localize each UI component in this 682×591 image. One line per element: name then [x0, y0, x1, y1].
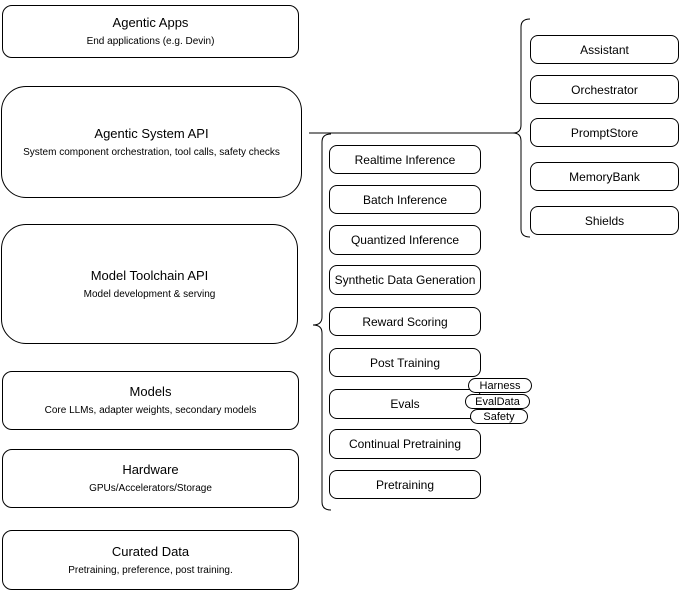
- pill-harness: Harness: [468, 378, 532, 393]
- toolchain-box-realtime-inference: Realtime Inference: [329, 145, 481, 174]
- box-subtitle: End applications (e.g. Devin): [86, 36, 215, 47]
- component-box-shields: Shields: [530, 206, 679, 235]
- toolchain-box-continual-pretraining: Continual Pretraining: [329, 429, 481, 459]
- component-box-memorybank: MemoryBank: [530, 162, 679, 191]
- box-title: Agentic Apps: [112, 15, 189, 30]
- component-box-promptstore: PromptStore: [530, 118, 679, 147]
- pill-safety: Safety: [470, 409, 528, 424]
- box-hardware: Hardware GPUs/Accelerators/Storage: [2, 449, 299, 508]
- box-models: Models Core LLMs, adapter weights, secon…: [2, 371, 299, 430]
- box-agentic-apps: Agentic Apps End applications (e.g. Devi…: [2, 5, 299, 58]
- toolchain-box-evals: Evals: [329, 389, 481, 419]
- toolchain-box-quantized-inference: Quantized Inference: [329, 225, 481, 255]
- box-agentic-system-api: Agentic System API System component orch…: [1, 86, 302, 198]
- toolchain-box-reward-scoring: Reward Scoring: [329, 307, 481, 336]
- box-subtitle: System component orchestration, tool cal…: [23, 146, 280, 158]
- box-title: Agentic System API: [94, 125, 209, 141]
- box-subtitle: Model development & serving: [83, 288, 216, 300]
- box-subtitle: Pretraining, preference, post training.: [68, 564, 233, 576]
- toolchain-box-synthetic-data-generation: Synthetic Data Generation: [329, 265, 481, 295]
- box-curated-data: Curated Data Pretraining, preference, po…: [2, 530, 299, 590]
- box-subtitle: Core LLMs, adapter weights, secondary mo…: [44, 405, 257, 416]
- toolchain-box-pretraining: Pretraining: [329, 470, 481, 499]
- box-title: Hardware: [122, 462, 179, 477]
- brace-system-components: [512, 18, 531, 238]
- box-subtitle: GPUs/Accelerators/Storage: [89, 483, 212, 494]
- box-title: Model Toolchain API: [90, 267, 209, 283]
- pill-evaldata: EvalData: [465, 394, 530, 409]
- toolchain-box-batch-inference: Batch Inference: [329, 185, 481, 214]
- box-title: Curated Data: [111, 543, 190, 559]
- toolchain-box-post-training: Post Training: [329, 348, 481, 377]
- box-model-toolchain-api: Model Toolchain API Model development & …: [1, 224, 298, 344]
- component-box-orchestrator: Orchestrator: [530, 75, 679, 104]
- component-box-assistant: Assistant: [530, 35, 679, 64]
- box-title: Models: [129, 384, 172, 399]
